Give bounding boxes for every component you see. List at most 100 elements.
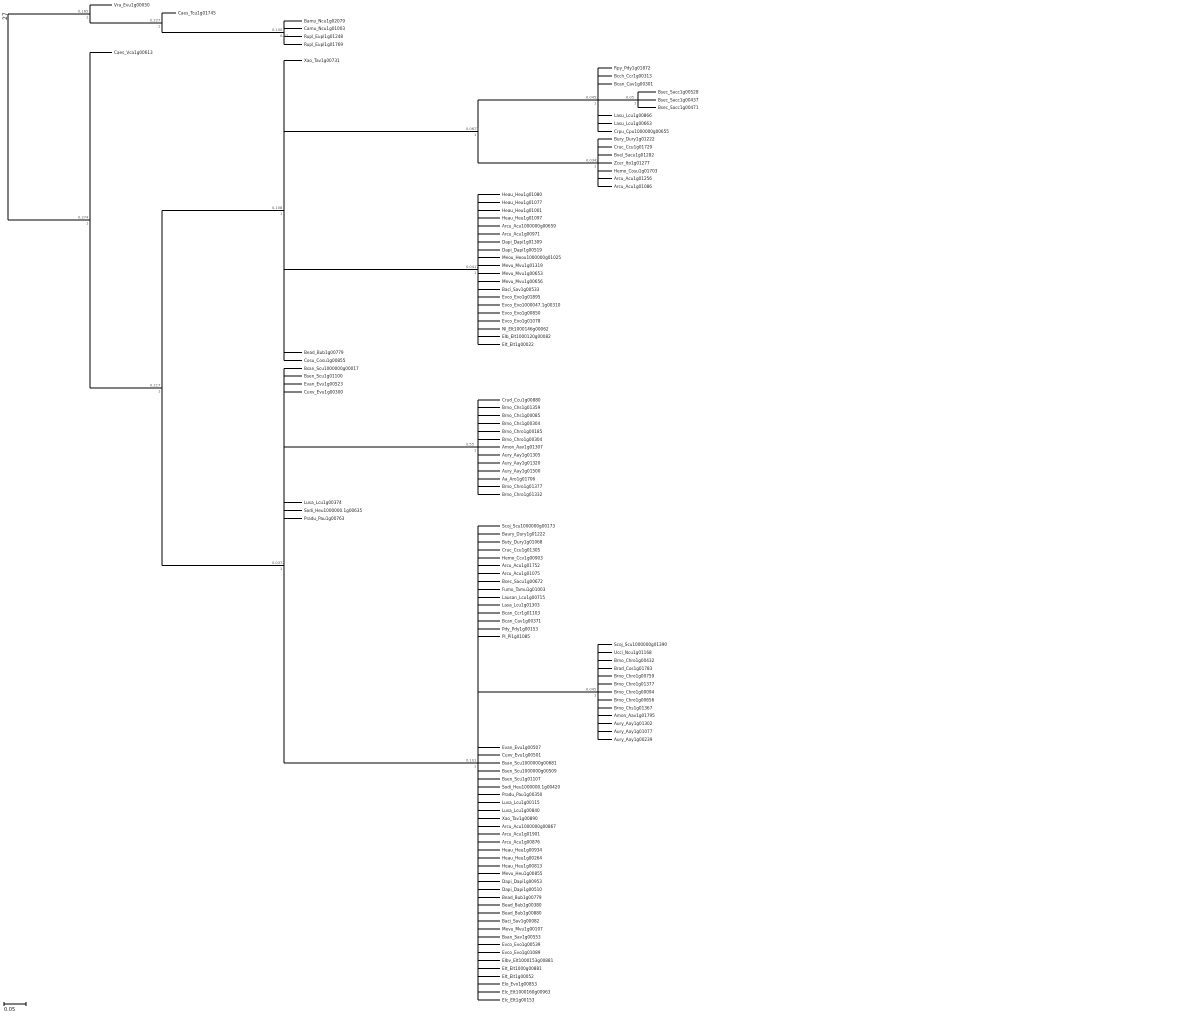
branch-length-label: 0.0453	[586, 95, 599, 99]
tip-label: Arcu_Acu1000000g00659	[502, 224, 556, 229]
branch-length-label: 0.05	[626, 95, 634, 99]
support-value: 1	[280, 567, 282, 571]
tip-label: EIt_EIt1g00022	[502, 342, 534, 347]
branch-length-label: 0.045	[586, 688, 596, 692]
tip-label: Brno_Chro1g00185	[502, 429, 543, 434]
tip-label: Lusa_Lcu1g00115	[502, 800, 540, 805]
scale-bar-label: 0.05	[4, 1007, 15, 1013]
tip-label: Cruc_Ccu1g01305	[502, 547, 541, 552]
tip-label: Lusa_Lcu1g00374	[304, 500, 342, 505]
branch-length-label: 0.108	[272, 206, 283, 210]
tip-label: Heau_Heu1g00264	[502, 855, 542, 860]
tip-label: Bcan_Cav1g00371	[502, 618, 541, 623]
tip-label: Arcu_Acu1g01752	[502, 563, 540, 568]
tip-label: Caes_Vca1g00613	[114, 50, 153, 55]
tip-label: Aury_Aay1g01302	[614, 721, 653, 726]
tip-label: Bury_Dury1g01222	[614, 137, 655, 142]
tip-label: Xao_Tav1g00890	[502, 816, 538, 821]
support-value: 1	[86, 15, 88, 19]
branch-length-label: 0.0372	[272, 561, 285, 565]
tip-label: Heau_Heu1g00813	[502, 863, 542, 868]
tip-label: Rupl_Eupl1g01248	[304, 34, 343, 39]
tip-label: EIb_EIt1000120g00082	[502, 334, 551, 339]
branch-length-label: 0.0673	[466, 127, 479, 131]
tip-label: Caes_Tcu1g01745	[178, 10, 216, 15]
tip-label: Heau_Heu1g01097	[502, 216, 542, 221]
branch-length-label: 0.0342	[586, 158, 599, 162]
tip-label: Cuxv_Evu1g00300	[304, 389, 343, 394]
tip-label: Mevu_Mvu1g00107	[502, 926, 543, 931]
tip-label: Heau_Heu1g01080	[502, 192, 542, 197]
tip-label: Bcan_Ccr1g01103	[502, 611, 540, 616]
tip-label: Aury_Aay1g01320	[502, 461, 541, 466]
tip-label: Scoj_Scu1000000g00173	[502, 524, 555, 529]
tip-label: Evco_Evo1000047.1g00310	[502, 303, 561, 308]
tip-label: Aury_Aay1g00239	[614, 737, 653, 742]
tip-label: Lasu_Lcu1g00663	[614, 121, 652, 126]
tip-label: Mevu_Mvu1g00653	[502, 271, 543, 276]
support-value: 1	[634, 101, 636, 105]
scale-bar: 0.05	[3, 1002, 27, 1013]
tip-label: Xao_Tav1g00731	[304, 58, 340, 63]
branch-length-label: 0.217	[150, 383, 160, 387]
support-value: 1	[594, 101, 596, 105]
tip-label: Fumo_Tamu1g01003	[502, 587, 546, 592]
tip-label: Evan_Evu1g00507	[502, 745, 541, 750]
tip-label: Baci_Sav1g00533	[502, 287, 540, 292]
tip-label: Mevu_Heu1g00855	[502, 871, 543, 876]
tip-label: Mevu_Mvu1g01319	[502, 263, 543, 268]
tip-label: Evco_Evo1g00539	[502, 942, 541, 947]
tip-label: Cosu_Cosu1g00855	[304, 358, 346, 363]
tip-label: Brno_Chro1g00094	[614, 690, 655, 695]
support-value: 1	[594, 694, 596, 698]
tree-branches	[7, 4, 656, 1001]
root-label: 27	[2, 12, 9, 20]
tip-label: Cuxv_Evu1g00501	[502, 753, 541, 758]
tip-label: Bamu_Ncu1g02079	[304, 18, 345, 23]
tip-label: Bsec_Sacc1g00471	[658, 105, 699, 110]
tip-label: Rpy_Pdy1g01872	[614, 66, 651, 71]
tip-label: Hemo_Ccv1g00903	[502, 555, 543, 560]
tip-label: Nl_EIt1000146g00062	[502, 326, 549, 331]
support-value: 1	[86, 222, 88, 226]
tip-label: Baury_Dury1g01222	[502, 532, 545, 537]
support-value: 1	[474, 133, 476, 137]
support-value: 1	[158, 389, 160, 393]
tip-label: Arcu_Acu1g01901	[502, 832, 540, 837]
tip-label: EIo_Evo1g00853	[502, 982, 537, 987]
tip-label: Brno_Chs1g01367	[614, 705, 653, 710]
tip-label: Arcu_Acu1g00971	[502, 232, 540, 237]
branch-length-label: 0.374	[78, 216, 89, 220]
branch-length-label: 0.0417	[466, 265, 479, 269]
tip-label: Aury_Aay1g01500	[502, 468, 541, 473]
support-value: 1	[474, 765, 476, 769]
tip-label: EIbv_EIt1000153g00881	[502, 958, 554, 963]
tree-labels: 0.1651Vra_Evu1g000500.2271Caes_Tcu1g0174…	[78, 3, 699, 1003]
tip-label: Ucci_Ncu1g01168	[614, 650, 652, 655]
tip-label: Amon_Aav1g01307	[502, 445, 543, 450]
tip-label: Pradu_Pau1g00350	[502, 792, 543, 797]
support-value: 1	[594, 164, 596, 168]
tip-label: Pradu_Pau1g00763	[304, 516, 345, 521]
tip-label: Bsen_Scu1000000g00509	[502, 768, 557, 773]
branch-length-label: 0.55	[466, 443, 474, 447]
tip-label: Meou_Heou1000000g01025	[502, 255, 561, 260]
tip-label: Heau_Heu1g00934	[502, 847, 542, 852]
tip-label: Evco_Evo1g01089	[502, 950, 541, 955]
tip-label: Brno_Chs1g01359	[502, 405, 541, 410]
tip-label: Dapi_Dapi1g01309	[502, 239, 542, 244]
tip-label: Bcan_Cav1g00301	[614, 81, 653, 86]
tip-label: Crud_Ccu1g00880	[502, 397, 541, 402]
tip-label: Brno_Chs1g00085	[502, 413, 541, 418]
tip-label: Bead_Bub1g00779	[304, 350, 344, 355]
tip-label: Heau_Heu1g01077	[502, 200, 542, 205]
tip-label: Arcu_Acu1g01256	[614, 176, 652, 181]
tip-label: Heau_Heu1g01001	[502, 208, 542, 213]
tip-label: Camu_Ncu1g01003	[304, 26, 345, 31]
tip-label: EIt_EIt1000g00881	[502, 966, 542, 971]
tip-label: Pi_Pi1g01085	[502, 634, 530, 639]
tip-label: Arcu_Acu1000000g00867	[502, 824, 556, 829]
tip-label: Bsan_Sav1g00553	[502, 934, 541, 939]
tip-label: Evan_Evu1g00523	[304, 382, 343, 387]
